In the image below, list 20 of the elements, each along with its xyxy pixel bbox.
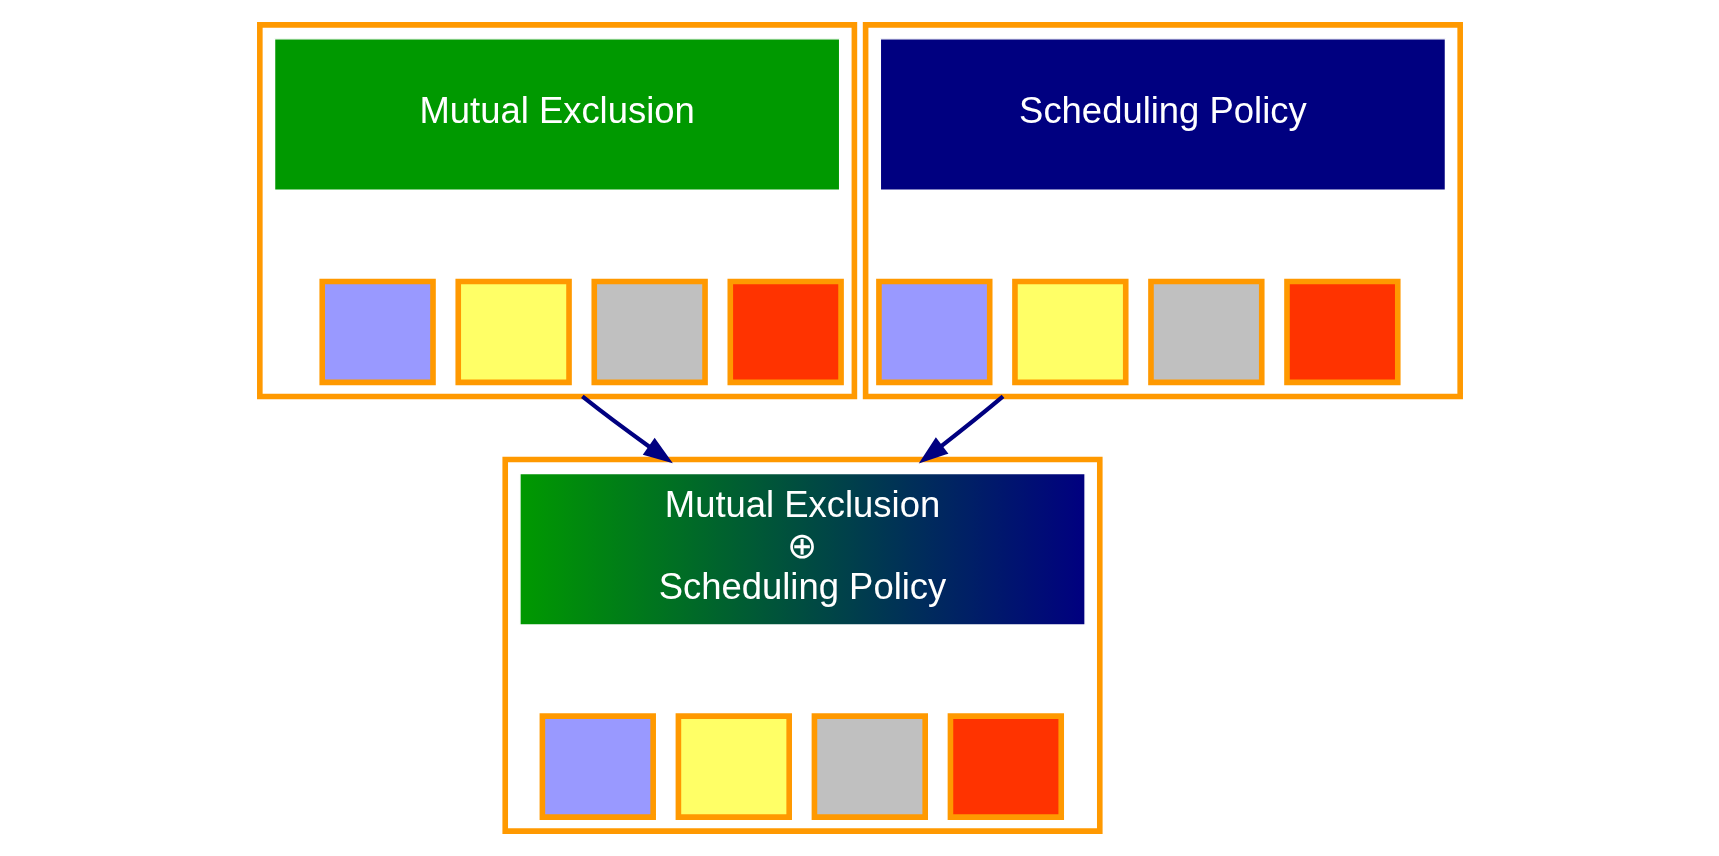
- node-box: [811, 713, 928, 820]
- node-box: [1283, 278, 1401, 386]
- cluster: [501, 456, 1103, 834]
- node-box: Mutual Exclusion ⊕ Scheduling Policy: [518, 472, 1086, 626]
- node-box: [875, 278, 992, 386]
- cluster: [256, 22, 857, 400]
- node-box: [1147, 278, 1265, 386]
- node-box: [727, 278, 844, 386]
- node-box: [590, 278, 708, 386]
- cluster: [862, 22, 1463, 400]
- arrow: [918, 394, 1004, 464]
- node-box: Mutual Exclusion: [273, 38, 840, 191]
- node-box: [539, 713, 656, 820]
- node-box: [454, 278, 572, 386]
- arrow: [580, 394, 673, 464]
- node-box: [947, 713, 1064, 820]
- node-box: [1011, 278, 1129, 386]
- node-box: [675, 713, 792, 820]
- node-box: Scheduling Policy: [879, 38, 1446, 191]
- node-box: [318, 278, 436, 386]
